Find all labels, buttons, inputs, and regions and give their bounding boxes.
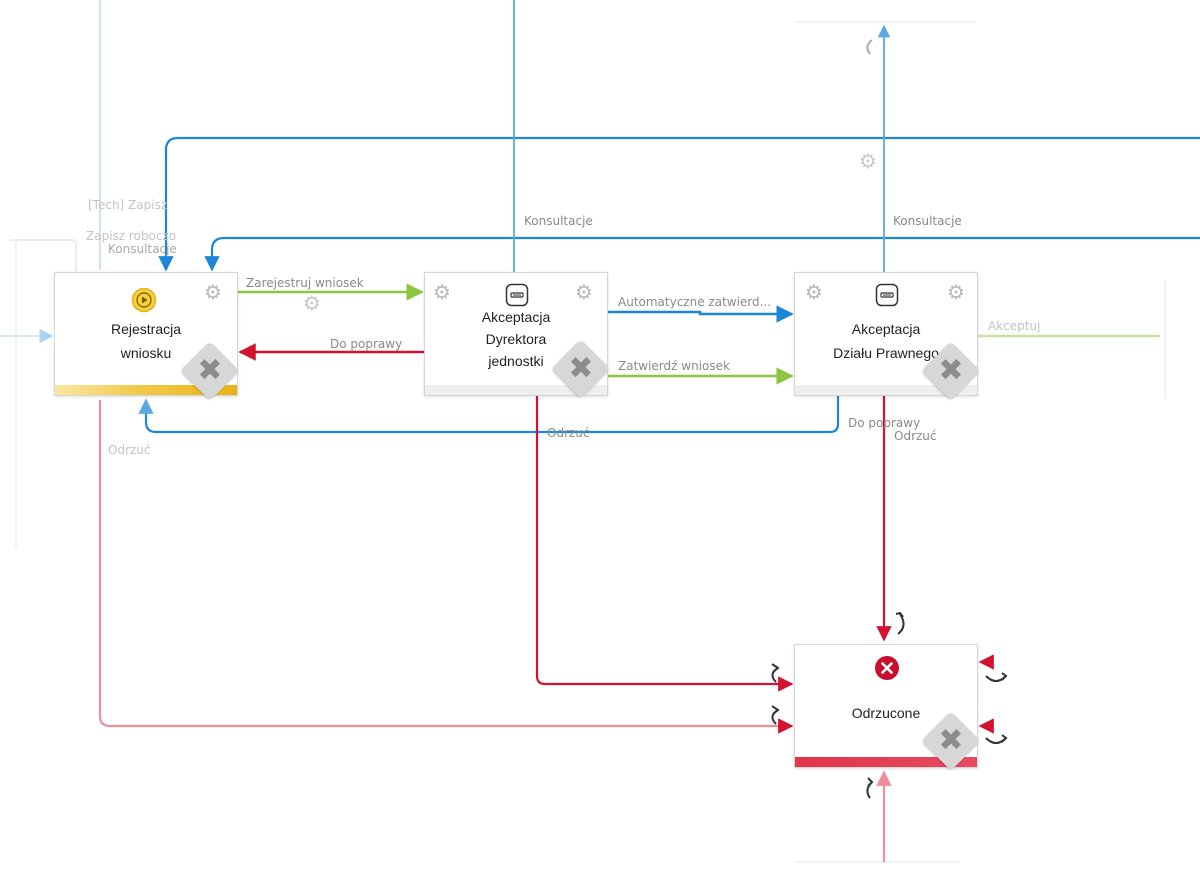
loop-arrow-icon[interactable] (771, 39, 1008, 799)
label-zatwierdz[interactable]: Zatwierdź wniosek (618, 359, 730, 373)
node-title-line1: Akceptacja (851, 321, 921, 337)
label-zapisz-roboczo[interactable]: Zapisz roboczo (86, 229, 177, 243)
svg-text:⚙: ⚙ (433, 281, 451, 303)
label-do-poprawy-2[interactable]: Do poprawy (848, 416, 921, 430)
edge-do-poprawy-2[interactable] (138, 396, 840, 434)
gear-icon[interactable]: ⚙ (202, 280, 224, 304)
svg-text:⚙: ⚙ (859, 149, 877, 173)
node-title-line2: Działu Prawnego (833, 345, 939, 361)
svg-text:⚙: ⚙ (303, 291, 321, 315)
delete-node-button[interactable]: ✖ (921, 341, 981, 401)
label-odrzuc-3[interactable]: Odrzuć (894, 429, 937, 443)
node-status-bar (425, 385, 607, 395)
gear-icon[interactable]: ⚙ (945, 280, 967, 304)
gear-icon[interactable]: ⚙ (803, 280, 825, 304)
label-do-poprawy-1[interactable]: Do poprawy (330, 337, 403, 351)
edge-odrzuc-rejestracja[interactable] (98, 400, 794, 734)
label-konsultacje-3[interactable]: Konsultacje (893, 214, 962, 228)
play-icon (131, 287, 157, 318)
svg-text:⚙: ⚙ (575, 281, 593, 303)
label-zarejestruj[interactable]: Zarejestruj wniosek (246, 276, 364, 290)
label-odrzuc-2[interactable]: Odrzuć (547, 426, 590, 440)
node-status-bar (795, 385, 977, 395)
node-title: Odrzucone (851, 705, 921, 721)
delete-node-button[interactable]: ✖ (180, 341, 240, 401)
task-card-icon (875, 283, 899, 312)
label-automatyczne[interactable]: Automatyczne zatwierd... (618, 295, 772, 309)
node-status-bar (55, 385, 237, 395)
edge-automatyczne[interactable] (608, 305, 794, 323)
delete-node-button[interactable]: ✖ (551, 339, 611, 399)
gear-icon[interactable]: ⚙ (303, 291, 321, 315)
edge-odrzuc-dyrektor[interactable] (535, 396, 794, 692)
node-title-line1: Rejestracja (110, 321, 182, 337)
svg-text:⚙: ⚙ (805, 281, 823, 303)
node-title-line3: jednostki (488, 353, 544, 369)
gear-icon[interactable]: ⚙ (859, 149, 877, 173)
label-tech-zapisz[interactable]: [Tech] Zapisz (88, 198, 168, 212)
node-status-bar (795, 757, 977, 767)
edge-konsultacje-top[interactable] (158, 0, 1200, 272)
delete-node-button[interactable]: ✖ (921, 711, 981, 771)
task-card-icon (505, 283, 529, 312)
label-odrzuc-1[interactable]: Odrzuć (108, 443, 151, 457)
label-akceptuj[interactable]: Akceptuj (988, 319, 1041, 333)
node-title-line2: Dyrektora (485, 331, 547, 347)
gear-icon[interactable]: ⚙ (431, 280, 453, 304)
label-konsultacje-2[interactable]: Konsultacje (524, 214, 593, 228)
label-konsultacje-1[interactable]: Konsultacje (108, 242, 177, 256)
node-title-line2: wniosku (120, 345, 172, 361)
svg-text:⚙: ⚙ (204, 281, 222, 303)
gear-icon[interactable]: ⚙ (573, 280, 595, 304)
reject-x-icon (874, 655, 900, 686)
node-title-line1: Akceptacja (481, 309, 551, 325)
svg-text:⚙: ⚙ (947, 281, 965, 303)
